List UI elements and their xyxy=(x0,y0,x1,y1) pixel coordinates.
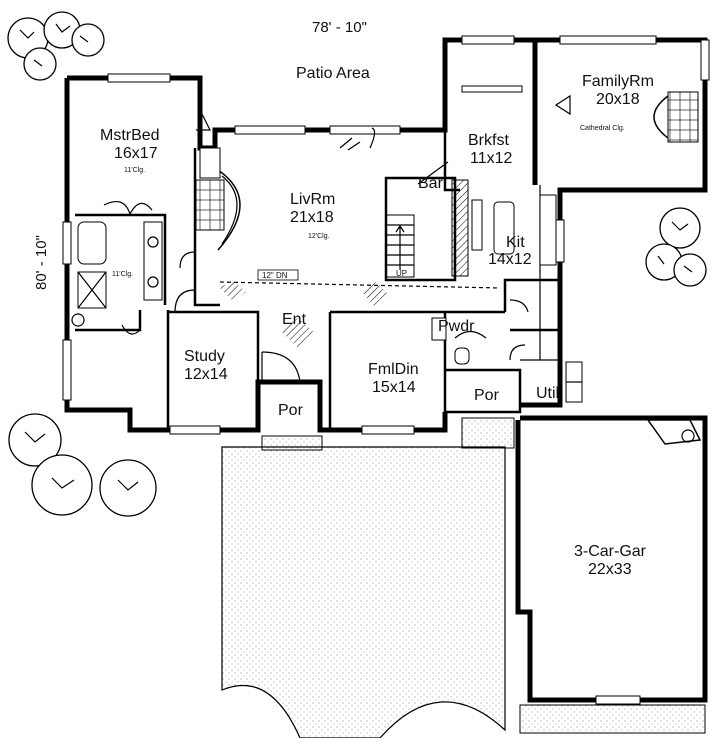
breakfast-name: Brkfst xyxy=(468,132,509,149)
dining-name: FmlDin xyxy=(368,361,419,378)
step-down-box xyxy=(257,269,299,281)
width-dimension: 78' - 10" xyxy=(312,19,367,36)
side-walk xyxy=(461,417,515,449)
powder-label: Pwdr xyxy=(438,318,475,335)
garage-apron xyxy=(519,704,706,734)
kitchen-name: Kit xyxy=(506,234,525,251)
study-name: Study xyxy=(184,348,225,365)
study-size: 12x14 xyxy=(184,366,228,383)
garage-size: 22x33 xyxy=(588,561,632,578)
living-room-ceiling: 12'Clg. xyxy=(308,233,330,240)
side-porch-label: Por xyxy=(474,387,500,404)
fireplace-garage xyxy=(646,419,702,445)
bar-label: Bar xyxy=(418,175,444,192)
windows xyxy=(62,35,710,705)
living-room-size: 21x18 xyxy=(290,209,334,226)
step-down-line xyxy=(219,281,501,289)
kitchen-size: 14x12 xyxy=(488,251,532,268)
fireplace-living xyxy=(195,147,241,251)
front-porch-label: Por xyxy=(278,402,304,419)
kitchen-fixtures xyxy=(471,194,557,266)
doors xyxy=(121,109,529,383)
stair-up-note: UP xyxy=(396,269,407,278)
depth-dimension: 80' - 10" xyxy=(33,235,50,290)
bar-counter xyxy=(417,161,469,277)
front-walk xyxy=(261,435,323,451)
master-bed-ceiling: 11'Clg. xyxy=(124,167,145,174)
family-room-size: 20x18 xyxy=(596,91,640,108)
stairs xyxy=(385,214,415,278)
tree-cluster-right xyxy=(645,207,707,287)
living-room-name: LivRm xyxy=(290,191,335,208)
tree-cluster-top-left xyxy=(7,11,105,81)
driveway xyxy=(221,446,506,738)
utility-label: Util xyxy=(536,385,559,402)
tree-cluster-bottom-left xyxy=(8,413,157,517)
fireplace-family xyxy=(554,91,699,143)
garage-name: 3-Car-Gar xyxy=(574,543,647,560)
master-bed-size: 16x17 xyxy=(114,145,158,162)
step-down-note: 12" DN xyxy=(262,271,288,280)
master-bed-name: MstrBed xyxy=(100,127,160,144)
breakfast-size: 11x12 xyxy=(470,150,513,167)
tile-floor-accents xyxy=(220,280,390,348)
family-room-ceiling: Cathedral Clg. xyxy=(580,125,625,132)
dining-size: 15x14 xyxy=(372,379,416,396)
entry-label: Ent xyxy=(282,311,307,328)
family-room-name: FamilyRm xyxy=(582,73,654,90)
utility-fixtures xyxy=(565,361,583,403)
bath-fixtures xyxy=(71,200,163,327)
patio-label: Patio Area xyxy=(296,65,370,82)
master-bath-ceiling: 11'Clg. xyxy=(112,271,133,278)
powder-fixtures xyxy=(431,317,470,365)
